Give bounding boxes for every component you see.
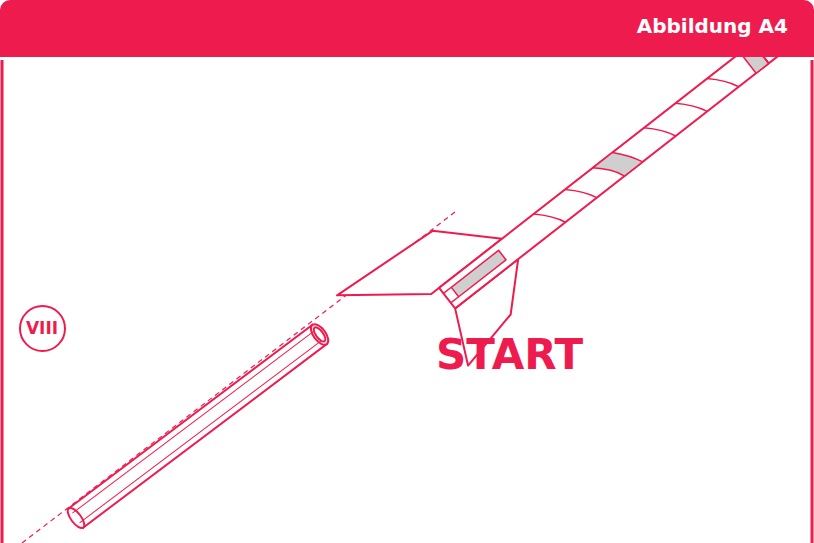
start-label: START: [436, 330, 583, 379]
step-number: VIII: [26, 318, 58, 338]
figure-title: Abbildung A4: [637, 14, 788, 38]
step-circle: VIII: [19, 305, 66, 352]
